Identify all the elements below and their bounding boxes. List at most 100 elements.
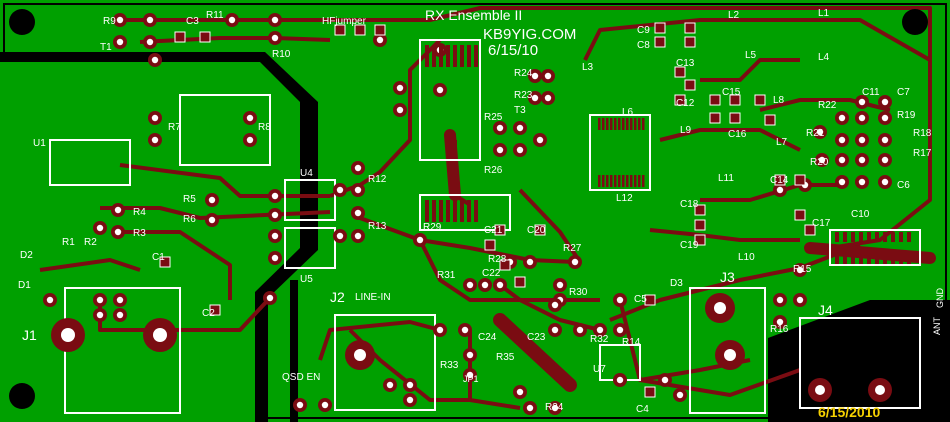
c18-label: C18 [680, 199, 699, 210]
r14-label: R14 [622, 337, 641, 348]
j4-label: J4 [818, 302, 833, 318]
via-hole [271, 211, 279, 219]
ic-pin [474, 45, 478, 67]
wide-trace [493, 313, 577, 392]
ic-pin [642, 118, 645, 130]
ic-pin [622, 175, 625, 187]
ic-pin [439, 45, 443, 67]
via-hole [536, 136, 544, 144]
r2-label: R2 [84, 237, 97, 248]
t1-label: T1 [100, 42, 112, 53]
via-hole [776, 186, 784, 194]
board-callsign: KB9YIG.COM [483, 26, 576, 43]
r11-label: R11 [206, 10, 224, 21]
via-hole [151, 56, 159, 64]
via-hole [406, 381, 414, 389]
smd-pad [774, 174, 786, 186]
l6-label: L6 [622, 107, 634, 118]
via-hole [271, 34, 279, 42]
c16-label: C16 [728, 129, 747, 140]
smd-pad [159, 256, 171, 268]
ic-pin [907, 232, 911, 242]
c8-label: C8 [637, 40, 650, 51]
r30-label: R30 [569, 287, 588, 298]
r35-label: R35 [496, 352, 515, 363]
smd-pad [209, 304, 221, 316]
u5-outline [284, 227, 336, 269]
via-hole [858, 114, 866, 122]
ic-pin [626, 118, 629, 130]
ic-pin [614, 118, 617, 130]
jack-hole [61, 328, 75, 342]
jack-hole [354, 349, 366, 361]
smd-pad [654, 36, 666, 48]
via-hole [151, 114, 159, 122]
via-hole [336, 186, 344, 194]
r22-label: R22 [818, 100, 837, 111]
via-hole [838, 178, 846, 186]
l3-label: L3 [582, 62, 594, 73]
d3-label: D3 [670, 278, 683, 289]
l9-label: L9 [680, 125, 692, 136]
c3-label: C3 [186, 16, 199, 27]
r3-label: R3 [133, 228, 146, 239]
t3-label: T3 [514, 105, 526, 116]
ic-outline [589, 114, 651, 191]
r17-label: R17 [913, 148, 932, 159]
j4-outline [799, 317, 921, 409]
via-hole [816, 128, 824, 136]
c24-label: C24 [478, 332, 497, 343]
via-hole [436, 326, 444, 334]
inductor-labels: L1 L2 L3 L4 L5 L6 L7 L8 L9 L10 L11 L12 [582, 8, 830, 263]
via-hole [858, 178, 866, 186]
via-hole [336, 232, 344, 240]
c7-label: C7 [897, 87, 910, 98]
ic-pin [642, 175, 645, 187]
smd-pad [684, 22, 696, 34]
ic-pin [851, 232, 855, 242]
ic-outline [419, 39, 481, 161]
via-hole [116, 311, 124, 319]
via-hole [551, 404, 559, 412]
r9-label: R9 [103, 16, 116, 27]
c2-label: C2 [202, 308, 215, 319]
j1-label: J1 [22, 327, 37, 343]
r10-label: R10 [272, 49, 291, 60]
via-hole [661, 376, 669, 384]
via-hole [516, 388, 524, 396]
via-hole [776, 296, 784, 304]
ic-pin [610, 118, 613, 130]
via-hole [551, 301, 559, 309]
ic-pin [610, 175, 613, 187]
via-hole [151, 136, 159, 144]
via-hole [496, 281, 504, 289]
via-hole [461, 326, 469, 334]
ic-pin [425, 45, 429, 67]
split-line [290, 280, 298, 422]
via-hole [246, 114, 254, 122]
resistor-labels: R1 R2 R3 R4 R5 R6 R7 R8 R9 R10 R11 R12 R… [62, 10, 932, 413]
r5-label: R5 [183, 194, 196, 205]
via-hole [571, 258, 579, 266]
u1-label: U1 [33, 138, 46, 149]
c5-label: C5 [634, 294, 647, 305]
c13-label: C13 [676, 58, 695, 69]
jack-hole [714, 302, 726, 314]
c6-label: C6 [897, 180, 910, 191]
c11-label: C11 [862, 87, 880, 98]
via-hole [96, 296, 104, 304]
via-hole [466, 371, 474, 379]
r16-label: R16 [770, 324, 789, 335]
r33-label: R33 [440, 360, 459, 371]
l2-label: L2 [728, 10, 740, 21]
jack-pads [51, 293, 892, 402]
via-hole [616, 326, 624, 334]
ic-pin [867, 232, 871, 242]
c14-label: C14 [770, 175, 789, 186]
ic-pin [446, 45, 450, 67]
via-hole [796, 296, 804, 304]
ic-pin [602, 175, 605, 187]
via-hole [676, 391, 684, 399]
r29-label: R29 [423, 222, 442, 233]
line-in-label: LINE-IN [355, 292, 391, 303]
